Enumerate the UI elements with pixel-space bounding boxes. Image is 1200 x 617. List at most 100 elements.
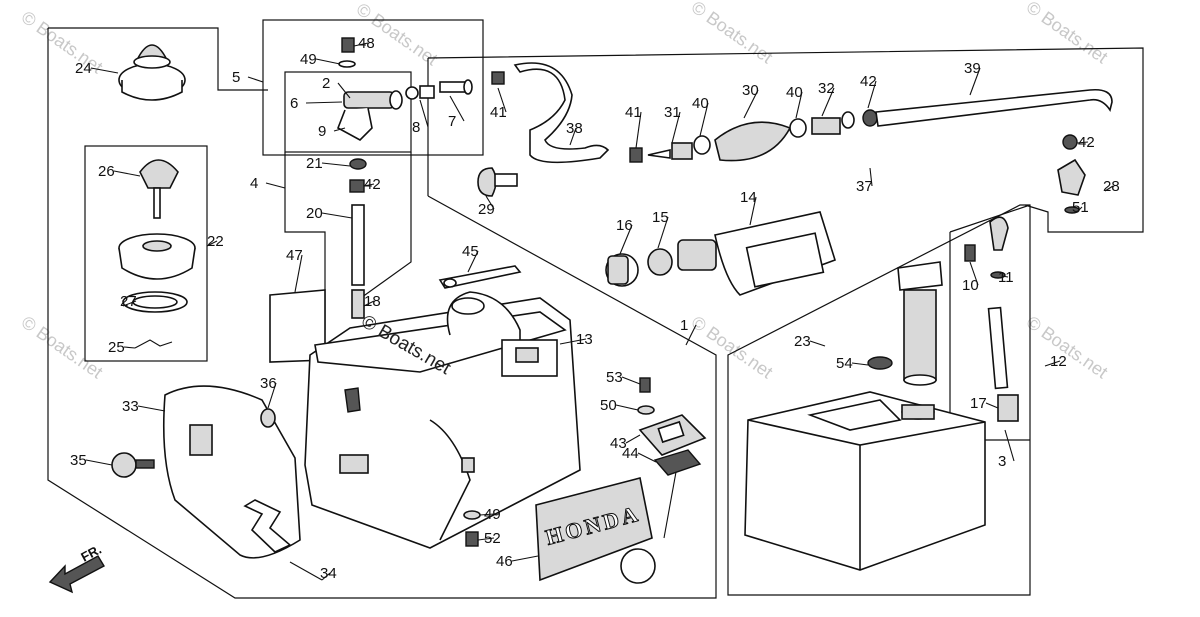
callout-leader-25 xyxy=(123,346,136,349)
callout-label-42: 42 xyxy=(364,176,381,193)
strap-part xyxy=(438,265,522,289)
main-tank-part xyxy=(304,291,581,549)
callout-label-30: 30 xyxy=(742,82,759,99)
honda-emblem-part: HONDA xyxy=(535,477,653,582)
callout-leader-8 xyxy=(419,99,429,128)
callout-leader-15 xyxy=(657,216,669,249)
callout-label-48: 48 xyxy=(358,35,375,52)
bolt-part xyxy=(341,37,355,53)
callout-leader-37 xyxy=(869,167,873,187)
callout-label-36: 36 xyxy=(260,375,277,392)
vent-10-part xyxy=(964,244,976,262)
callout-leader-1 xyxy=(685,324,697,346)
nut-41a-part xyxy=(491,71,505,85)
callout-leader-12 xyxy=(1044,360,1061,367)
callout-leader-10 xyxy=(969,261,979,286)
strap-hole xyxy=(443,278,457,288)
callout-leader-46 xyxy=(511,555,539,562)
seal-54-part xyxy=(867,356,893,370)
callout-leader-2 xyxy=(337,82,351,99)
callout-leader-5 xyxy=(247,76,264,83)
fuel-line-part xyxy=(629,88,1113,163)
callout-leader-50 xyxy=(615,404,639,411)
callout-label-40: 40 xyxy=(692,95,709,112)
gauge-window xyxy=(657,420,685,444)
vent-assembly-part xyxy=(336,79,473,141)
callout-label-37: 37 xyxy=(856,178,873,195)
callout-label-15: 15 xyxy=(652,209,669,226)
callout-leader-54 xyxy=(851,362,869,366)
callout-leader-14 xyxy=(749,196,757,226)
callout-label-27: 27 xyxy=(120,293,137,310)
watermark: © Boats.net xyxy=(18,7,107,77)
callout-label-31: 31 xyxy=(664,104,681,121)
callout-leader-21 xyxy=(321,162,351,167)
connector-28-part xyxy=(1057,158,1086,196)
front-arrow: FR. xyxy=(48,542,105,594)
callout-label-54: 54 xyxy=(836,355,853,372)
clip-part xyxy=(134,339,173,349)
callout-leader-47 xyxy=(294,254,303,293)
callout-label-45: 45 xyxy=(462,243,479,260)
callout-leader-42 xyxy=(1076,141,1089,144)
callout-leader-6 xyxy=(305,101,343,104)
filter-23-part xyxy=(897,261,943,386)
cap-body-part xyxy=(118,233,196,280)
callout-leader-41 xyxy=(635,111,642,149)
wire-34-part xyxy=(289,561,323,581)
callout-leader-40 xyxy=(795,91,803,119)
callout-label-47: 47 xyxy=(286,247,303,264)
callout-leader-13 xyxy=(559,338,587,345)
callout-leader-45 xyxy=(467,250,479,273)
callout-label-32: 32 xyxy=(818,80,835,97)
callout-label-12: 12 xyxy=(1050,353,1067,370)
strainer-17-part xyxy=(997,394,1019,422)
pickup-tube-part xyxy=(987,306,1009,390)
callout-label-9: 9 xyxy=(318,123,326,140)
callout-leader-28 xyxy=(1104,185,1114,192)
callout-label-24: 24 xyxy=(75,60,92,77)
callout-leader-51 xyxy=(1078,206,1083,211)
callout-label-39: 39 xyxy=(964,60,981,77)
parts: HONDA xyxy=(48,37,1113,594)
vent-11-part xyxy=(989,216,1009,251)
spare-tank-part xyxy=(744,391,986,571)
callout-leader-52 xyxy=(477,537,495,541)
callout-leader-49 xyxy=(315,58,341,65)
callout-label-49: 49 xyxy=(300,51,317,68)
callout-label-42: 42 xyxy=(860,73,877,90)
callout-leader-29 xyxy=(485,195,495,210)
callout-label-52: 52 xyxy=(484,530,501,547)
callout-leader-27 xyxy=(122,300,137,307)
callout-label-34: 34 xyxy=(320,565,337,582)
callout-leader-42 xyxy=(867,80,877,109)
callout-label-23: 23 xyxy=(794,333,811,350)
callout-leader-9 xyxy=(333,127,346,132)
callout-leader-36 xyxy=(267,382,277,409)
watermark: © Boats.net xyxy=(1023,312,1112,382)
watermark: © Boats.net xyxy=(18,312,107,382)
nut-part xyxy=(349,179,365,193)
knob-35-part xyxy=(111,452,155,478)
callout-label-53: 53 xyxy=(606,369,623,386)
callout-leader-18 xyxy=(363,300,375,307)
callout-leader-35 xyxy=(85,459,113,466)
fuel-cap-part xyxy=(118,44,186,101)
callout-label-1: 1 xyxy=(680,317,688,334)
float-part xyxy=(620,548,656,584)
gasket-inner xyxy=(132,295,178,309)
washer-50-part xyxy=(637,405,655,415)
callout-label-29: 29 xyxy=(478,201,495,218)
nut-42c-part xyxy=(1062,134,1078,150)
callout-label-18: 18 xyxy=(364,293,381,310)
callout-leader-24 xyxy=(90,67,119,74)
callout-leader-30 xyxy=(743,89,759,119)
callout-label-40: 40 xyxy=(786,84,803,101)
grommet-part xyxy=(349,158,367,170)
callout-leader-34 xyxy=(321,572,331,581)
callout-label-6: 6 xyxy=(290,95,298,112)
ring-15-part xyxy=(647,248,673,276)
callout-label-20: 20 xyxy=(306,205,323,222)
callout-leader-31 xyxy=(671,111,681,144)
watermark: © Boats.net xyxy=(688,0,777,67)
